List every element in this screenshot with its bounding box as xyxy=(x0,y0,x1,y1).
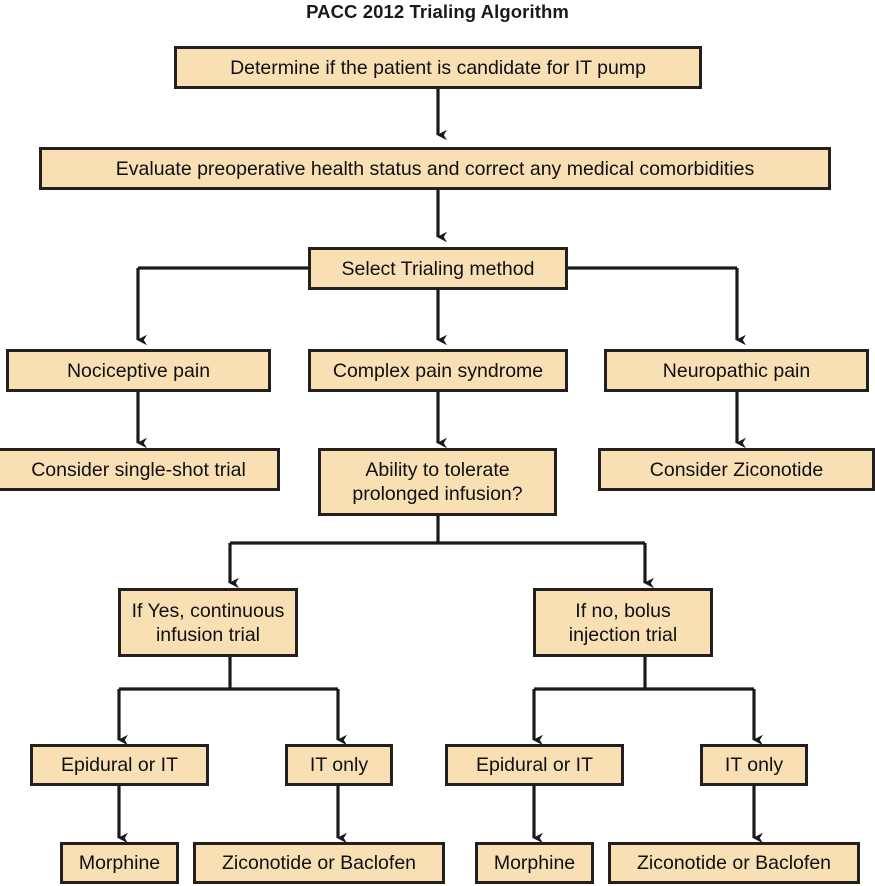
node-label: Epidural or IT xyxy=(475,754,594,776)
node-if-yes-continuous-infusion-trial[interactable]: If Yes, continuous infusion trial xyxy=(118,588,298,657)
node-label: Consider Ziconotide xyxy=(649,458,824,481)
node-nociceptive-pain[interactable]: Nociceptive pain xyxy=(6,349,271,392)
node-label: IT only xyxy=(309,754,369,776)
node-label: Morphine xyxy=(493,852,576,874)
node-label: If no, bolus injection trial xyxy=(568,599,678,646)
node-label: Ability to tolerate prolonged infusion? xyxy=(352,459,523,505)
node-complex-pain-syndrome[interactable]: Complex pain syndrome xyxy=(308,349,568,392)
node-label: Consider single-shot trial xyxy=(31,458,246,481)
node-ziconotide-or-baclofen-left[interactable]: Ziconotide or Baclofen xyxy=(193,842,445,884)
node-label: Neuropathic pain xyxy=(662,359,811,382)
node-label: Ziconotide or Baclofen xyxy=(636,852,832,874)
node-ziconotide-or-baclofen-right[interactable]: Ziconotide or Baclofen xyxy=(608,842,860,884)
node-label: Complex pain syndrome xyxy=(332,359,544,382)
node-determine-candidate[interactable]: Determine if the patient is candidate fo… xyxy=(174,46,702,89)
node-label: If Yes, continuous infusion trial xyxy=(131,599,285,646)
node-label: IT only xyxy=(724,754,784,776)
node-consider-single-shot-trial[interactable]: Consider single-shot trial xyxy=(0,448,280,491)
node-if-no-bolus-injection-trial[interactable]: If no, bolus injection trial xyxy=(533,588,713,657)
node-label: Epidural or IT xyxy=(60,754,179,776)
node-label: Evaluate preoperative health status and … xyxy=(115,157,755,180)
node-epidural-or-it-left[interactable]: Epidural or IT xyxy=(30,744,209,786)
node-morphine-right[interactable]: Morphine xyxy=(475,842,594,884)
page-title: PACC 2012 Trialing Algorithm xyxy=(306,1,569,22)
node-it-only-left[interactable]: IT only xyxy=(285,744,393,786)
node-consider-ziconotide[interactable]: Consider Ziconotide xyxy=(598,448,875,491)
node-neuropathic-pain[interactable]: Neuropathic pain xyxy=(604,349,869,392)
node-evaluate-health-status[interactable]: Evaluate preoperative health status and … xyxy=(39,147,831,190)
node-it-only-right[interactable]: IT only xyxy=(700,744,808,786)
node-label: Ziconotide or Baclofen xyxy=(221,852,417,874)
node-label: Morphine xyxy=(78,852,161,874)
node-label: Determine if the patient is candidate fo… xyxy=(230,56,646,79)
node-label: Select Trialing method xyxy=(341,257,535,280)
node-morphine-left[interactable]: Morphine xyxy=(60,842,179,884)
node-select-trialing-method[interactable]: Select Trialing method xyxy=(308,247,568,290)
node-epidural-or-it-right[interactable]: Epidural or IT xyxy=(445,744,624,786)
node-label: Nociceptive pain xyxy=(66,359,211,382)
node-ability-to-tolerate[interactable]: Ability to tolerate prolonged infusion? xyxy=(318,448,557,516)
